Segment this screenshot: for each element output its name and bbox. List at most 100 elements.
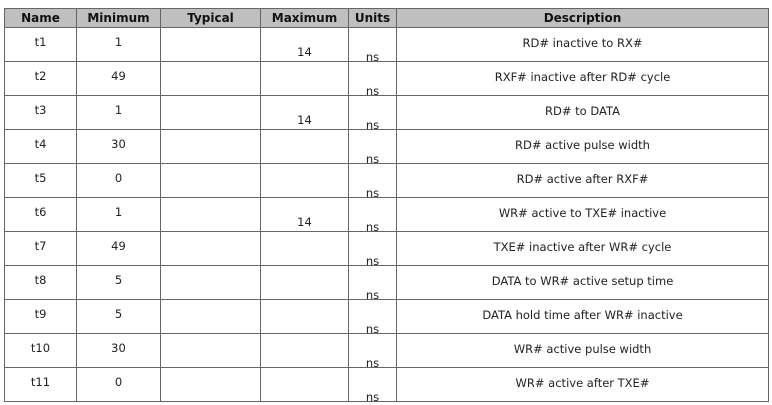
cell-units-text: ns: [365, 118, 380, 132]
cell-maximum: 14: [260, 27, 349, 62]
table-row: t7 49 ns TXE# inactive after WR# cycle: [4, 231, 769, 268]
cell-minimum: 30: [76, 129, 161, 164]
cell-minimum: 5: [76, 265, 161, 300]
table-row: t5 0 ns RD# active after RXF#: [4, 163, 769, 200]
cell-description: RD# inactive to RX#: [396, 27, 769, 62]
cell-minimum: 0: [76, 367, 161, 402]
cell-units-text: ns: [365, 356, 380, 370]
cell-units: ns: [348, 265, 397, 302]
cell-name-text: t7: [34, 238, 47, 253]
cell-units-text: ns: [365, 152, 380, 166]
cell-description: RXF# inactive after RD# cycle: [396, 61, 769, 96]
table-row: t2 49 ns RXF# inactive after RD# cycle: [4, 61, 769, 98]
cell-minimum: 0: [76, 163, 161, 198]
cell-typical: [160, 265, 261, 300]
cell-typical: [160, 95, 261, 130]
cell-name-text: t8: [34, 272, 47, 287]
cell-name: t1: [4, 27, 77, 62]
cell-minimum: 1: [76, 27, 161, 62]
cell-maximum: [260, 163, 349, 198]
cell-name-text: t11: [30, 374, 51, 389]
header-minimum: Minimum: [76, 8, 161, 28]
cell-name-text: t1: [34, 34, 47, 49]
cell-description: TXE# inactive after WR# cycle: [396, 231, 769, 266]
cell-name-text: t2: [34, 68, 47, 83]
cell-description-text: WR# active to TXE# inactive: [498, 205, 667, 220]
cell-units: ns: [348, 95, 397, 132]
cell-units: ns: [348, 333, 397, 370]
cell-maximum: 14: [260, 95, 349, 130]
cell-minimum: 49: [76, 61, 161, 96]
timing-table: Name Minimum Typical Maximum Units Descr…: [4, 8, 769, 404]
header-units: Units: [348, 8, 397, 28]
header-name: Name: [4, 8, 77, 28]
cell-minimum-text: 1: [114, 34, 123, 49]
cell-maximum: [260, 61, 349, 96]
cell-name: t10: [4, 333, 77, 368]
cell-units: ns: [348, 197, 397, 234]
cell-typical: [160, 231, 261, 266]
cell-typical: [160, 129, 261, 164]
cell-units: ns: [348, 231, 397, 268]
cell-units: ns: [348, 163, 397, 200]
cell-minimum: 30: [76, 333, 161, 368]
cell-units-text: ns: [365, 390, 380, 404]
cell-units-text: ns: [365, 288, 380, 302]
cell-description: WR# active pulse width: [396, 333, 769, 368]
cell-description: RD# active after RXF#: [396, 163, 769, 198]
cell-typical: [160, 163, 261, 198]
cell-name: t8: [4, 265, 77, 300]
cell-minimum: 49: [76, 231, 161, 266]
cell-minimum: 1: [76, 95, 161, 130]
cell-description-text: RD# active after RXF#: [516, 171, 649, 186]
cell-typical: [160, 61, 261, 96]
table-row: t3 1 14 ns RD# to DATA: [4, 95, 769, 132]
cell-minimum-text: 1: [114, 204, 123, 219]
cell-description-text: WR# active pulse width: [513, 341, 652, 356]
cell-name-text: t3: [34, 102, 47, 117]
cell-description-text: RD# to DATA: [545, 103, 620, 118]
table-row: t11 0 ns WR# active after TXE#: [4, 367, 769, 404]
cell-name-text: t5: [34, 170, 47, 185]
cell-name-text: t10: [30, 340, 51, 355]
cell-description: DATA to WR# active setup time: [396, 265, 769, 300]
cell-minimum: 1: [76, 197, 161, 232]
table-row: t8 5 ns DATA to WR# active setup time: [4, 265, 769, 302]
cell-maximum: [260, 333, 349, 368]
cell-minimum-text: 30: [111, 340, 126, 355]
cell-minimum-text: 1: [114, 102, 123, 117]
cell-name-text: t9: [34, 306, 47, 321]
cell-name: t9: [4, 299, 77, 334]
cell-units-text: ns: [365, 186, 380, 200]
cell-units: ns: [348, 129, 397, 166]
cell-description-text: DATA to WR# active setup time: [491, 273, 674, 288]
cell-name: t3: [4, 95, 77, 130]
cell-units-text: ns: [365, 220, 380, 234]
cell-typical: [160, 333, 261, 368]
header-typical: Typical: [160, 8, 261, 28]
cell-units: ns: [348, 367, 397, 404]
cell-minimum-text: 5: [114, 272, 123, 287]
cell-description: WR# active to TXE# inactive: [396, 197, 769, 232]
cell-typical: [160, 299, 261, 334]
cell-maximum-text: 14: [297, 113, 312, 127]
cell-description-text: WR# active after TXE#: [515, 375, 650, 390]
table-row: t10 30 ns WR# active pulse width: [4, 333, 769, 370]
cell-typical: [160, 367, 261, 402]
cell-description-text: RD# inactive to RX#: [522, 35, 643, 50]
cell-name-text: t6: [34, 204, 47, 219]
cell-name: t11: [4, 367, 77, 402]
cell-minimum-text: 5: [114, 306, 123, 321]
cell-name: t5: [4, 163, 77, 198]
cell-name: t7: [4, 231, 77, 266]
cell-description-text: RXF# inactive after RD# cycle: [494, 69, 671, 84]
cell-minimum-text: 0: [114, 170, 123, 185]
cell-description-text: TXE# inactive after WR# cycle: [493, 239, 672, 254]
cell-units-text: ns: [365, 254, 380, 268]
cell-units-text: ns: [365, 84, 380, 98]
cell-description: DATA hold time after WR# inactive: [396, 299, 769, 334]
cell-description-text: RD# active pulse width: [515, 137, 650, 152]
cell-maximum: [260, 367, 349, 402]
